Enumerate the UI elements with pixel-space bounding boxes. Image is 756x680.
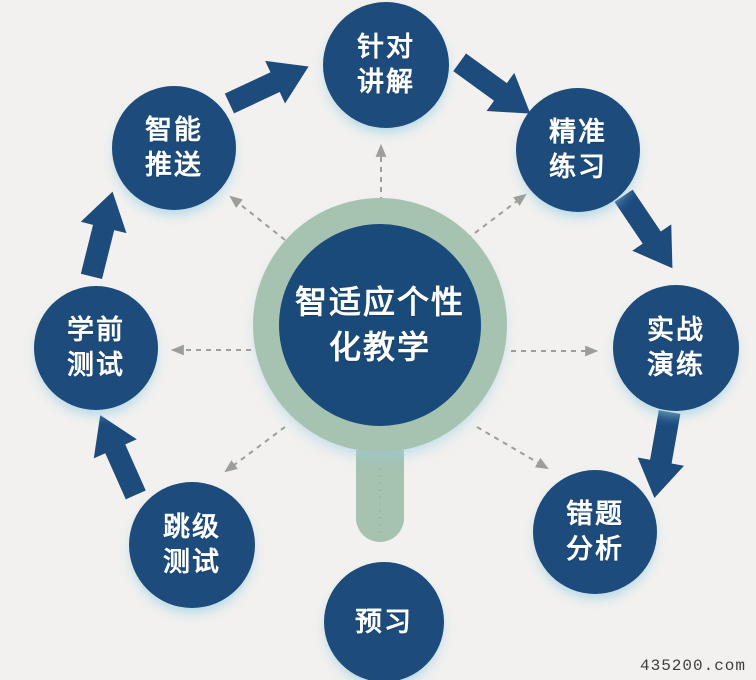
node-precise-practice: 精准 练习	[516, 88, 640, 212]
node-skip-level-test: 跳级 测试	[129, 482, 255, 608]
dashed-arrow-group	[170, 143, 599, 473]
node-mistake-analysis: 错题 分析	[533, 470, 657, 594]
center-label: 智适应个性 化教学	[294, 284, 465, 365]
node-label: 跳级 测试	[163, 512, 221, 577]
dashed-arrow-to-top-left-icon	[229, 195, 286, 241]
center-stem	[356, 430, 404, 542]
node-label: 针对 讲解	[357, 32, 415, 97]
node-label: 实战 演练	[647, 315, 705, 380]
node-practical-drill: 实战 演练	[613, 285, 739, 411]
node-label: 预习	[355, 606, 413, 637]
dashed-arrow-to-top-right-icon	[466, 193, 527, 240]
node-label: 学前 测试	[67, 315, 125, 380]
flow-arrow-smartpush-to-targeted-icon	[219, 45, 319, 125]
node-label: 错题 分析	[566, 499, 624, 564]
dashed-arrow-to-bottom-left-icon	[224, 426, 286, 473]
node-smart-push: 智能 推送	[112, 86, 236, 210]
center-circle: 智适应个性 化教学	[253, 198, 507, 452]
watermark: 435200.com	[639, 657, 746, 675]
node-preview: 预习	[324, 562, 444, 680]
flow-arrow-pretest-to-smartpush-icon	[68, 185, 136, 283]
dashed-arrow-to-bottom-right-icon	[476, 426, 549, 470]
flow-arrow-drill-to-mistake-icon	[631, 407, 693, 503]
node-targeted-explanation: 针对 讲解	[323, 2, 449, 128]
node-label: 智能 推送	[145, 115, 203, 180]
node-label: 精准 练习	[549, 117, 607, 182]
flow-arrow-skiptest-to-pretest-icon	[78, 405, 158, 505]
center-circle-core: 智适应个性 化教学	[279, 224, 481, 426]
node-pre-study-test: 学前 测试	[34, 286, 158, 410]
